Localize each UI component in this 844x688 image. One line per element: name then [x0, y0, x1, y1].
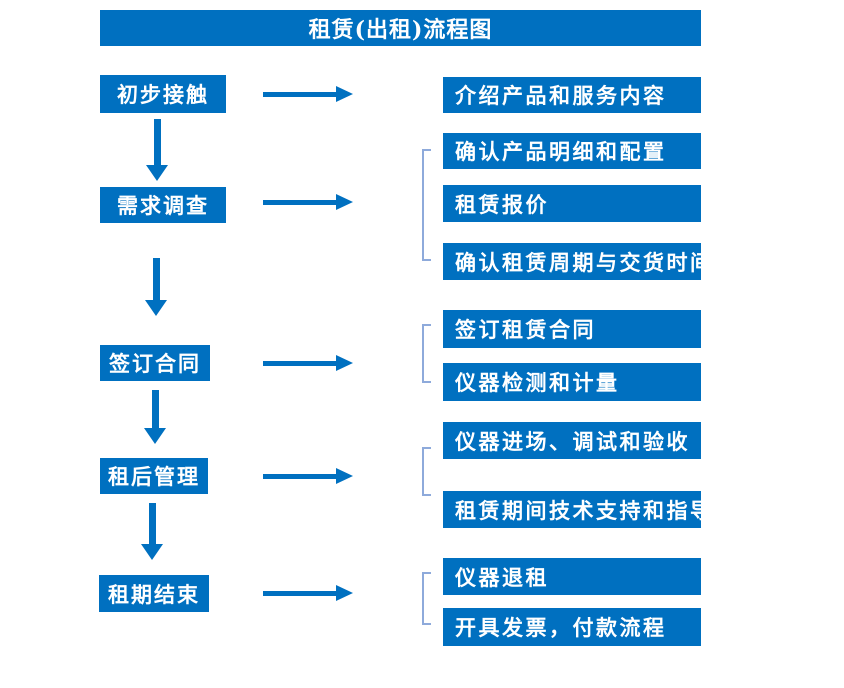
arrow-stem	[263, 91, 336, 97]
stage-label: 租期结束	[108, 581, 200, 607]
right-arrow-icon-5	[263, 585, 353, 601]
arrow-head	[336, 86, 353, 102]
right-arrow-icon-1	[263, 86, 353, 102]
stage-label: 需求调查	[117, 193, 209, 218]
arrow-head	[336, 468, 353, 484]
group-bracket-rental-end	[422, 572, 431, 625]
stage-box-demand-survey: 需求调查	[100, 187, 226, 223]
stage-label: 初步接触	[117, 82, 209, 107]
detail-box-introduce-products: 介绍产品和服务内容	[443, 77, 701, 113]
detail-label: 签订租赁合同	[455, 317, 596, 342]
arrow-head	[141, 544, 163, 560]
right-arrow-icon-2	[263, 194, 353, 210]
arrow-stem	[148, 503, 156, 544]
detail-label: 租赁期间技术支持和指导	[455, 497, 714, 523]
arrow-head	[336, 585, 353, 601]
arrow-stem	[152, 258, 160, 300]
detail-label: 仪器进场、调试和验收	[455, 428, 690, 454]
arrow-stem	[153, 119, 161, 165]
arrow-head	[146, 165, 168, 181]
down-arrow-icon-1	[146, 119, 168, 181]
arrow-head	[144, 428, 166, 444]
group-bracket-sign-contract	[422, 324, 431, 383]
detail-box-confirm-product-details: 确认产品明细和配置	[443, 133, 701, 169]
detail-box-confirm-rental-period: 确认租赁周期与交货时间	[443, 243, 711, 280]
down-arrow-icon-4	[141, 503, 163, 560]
flowchart-title: 租赁(出租)流程图	[308, 17, 493, 43]
detail-box-invoice-payment: 开具发票，付款流程	[443, 608, 701, 646]
down-arrow-icon-2	[145, 258, 167, 316]
stage-label: 租后管理	[108, 464, 200, 489]
title-bar: 租赁(出租)流程图	[100, 10, 701, 46]
stage-box-rental-end: 租期结束	[99, 575, 209, 612]
arrow-stem	[263, 199, 336, 205]
detail-label: 仪器检测和计量	[455, 370, 620, 395]
stage-box-sign-contract: 签订合同	[100, 345, 210, 381]
arrow-stem	[151, 390, 159, 428]
detail-box-technical-support: 租赁期间技术支持和指导	[443, 491, 711, 528]
detail-box-sign-rental-contract: 签订租赁合同	[443, 310, 701, 348]
arrow-stem	[263, 360, 336, 366]
stage-label: 签订合同	[109, 351, 201, 376]
arrow-head	[336, 355, 353, 371]
detail-label: 租赁报价	[455, 191, 549, 217]
right-arrow-icon-4	[263, 468, 353, 484]
group-bracket-post-rental	[422, 447, 431, 496]
arrow-stem	[263, 590, 336, 596]
stage-box-post-rental-management: 租后管理	[100, 458, 208, 494]
arrow-head	[336, 194, 353, 210]
arrow-head	[145, 300, 167, 316]
down-arrow-icon-3	[144, 390, 166, 444]
detail-box-instrument-setup-acceptance: 仪器进场、调试和验收	[443, 422, 701, 459]
detail-box-rental-quote: 租赁报价	[443, 185, 701, 222]
detail-label: 仪器退租	[455, 564, 549, 590]
right-arrow-icon-3	[263, 355, 353, 371]
detail-box-instrument-testing: 仪器检测和计量	[443, 363, 701, 401]
group-bracket-demand-survey	[422, 149, 431, 261]
detail-label: 介绍产品和服务内容	[455, 83, 667, 108]
detail-label: 确认产品明细和配置	[455, 139, 667, 164]
stage-box-initial-contact: 初步接触	[100, 75, 226, 113]
detail-label: 开具发票，付款流程	[455, 615, 667, 640]
detail-label: 确认租赁周期与交货时间	[455, 249, 714, 275]
detail-box-instrument-return: 仪器退租	[443, 558, 701, 595]
arrow-stem	[263, 473, 336, 479]
